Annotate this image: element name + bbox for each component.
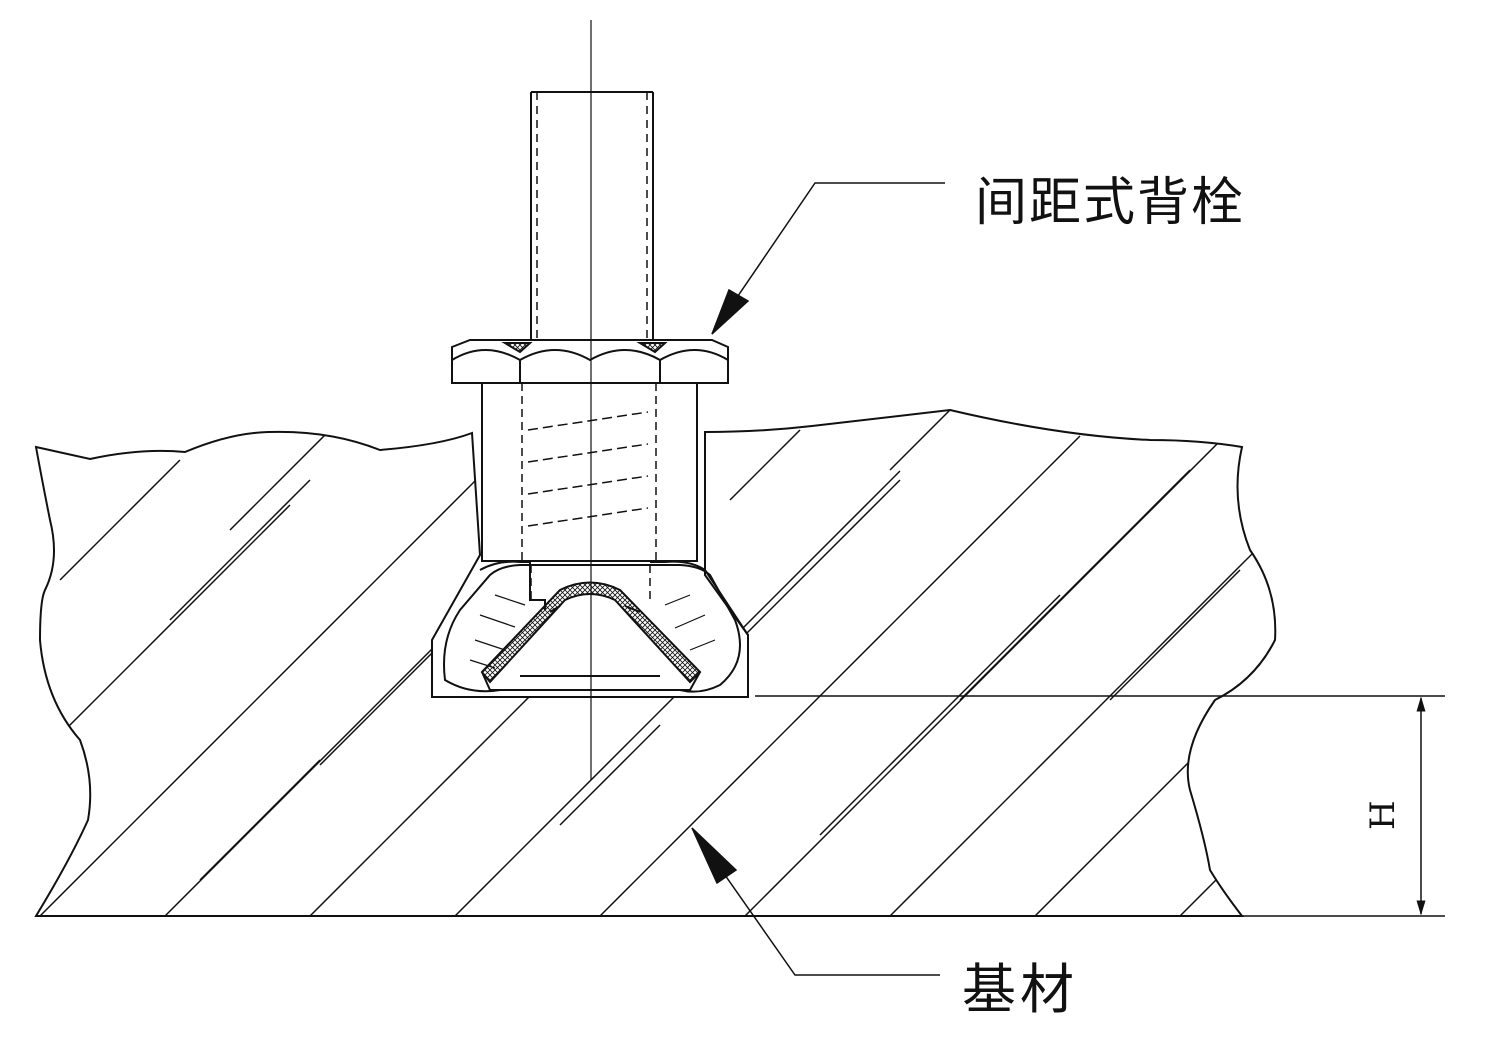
substrate-hatch [39, 410, 1276, 916]
expansion-sleeve [480, 581, 702, 691]
substrate-label: 基材 [962, 958, 1078, 1021]
leader-substrate [691, 827, 940, 976]
bolt-label: 间距式背栓 [975, 173, 1246, 233]
leader-bolt [711, 182, 945, 335]
dimension-h [36, 695, 1445, 917]
undercut-hatch [469, 594, 716, 669]
hex-nut [451, 339, 729, 384]
bolt-thread [521, 383, 657, 600]
bolt-shaft [530, 91, 654, 340]
dimension-label: H [1363, 800, 1403, 830]
